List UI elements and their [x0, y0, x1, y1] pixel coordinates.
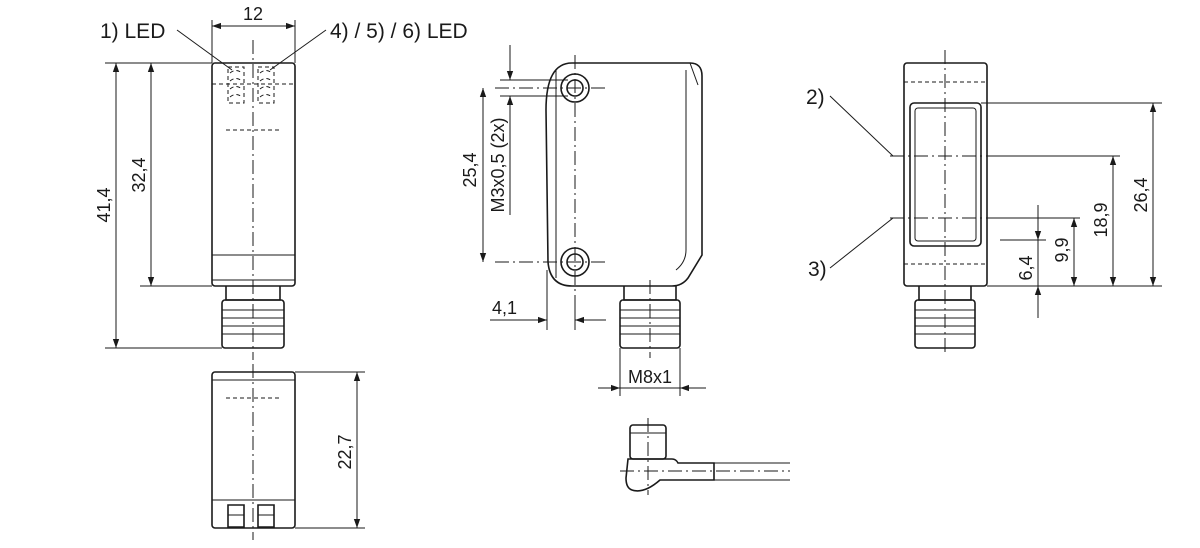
- dim-hole-spacing: 25,4: [460, 152, 480, 187]
- dim-connector-thread: M8x1: [628, 367, 672, 387]
- angled-connector-detail: [620, 418, 790, 495]
- callout-3: 3): [808, 258, 827, 281]
- led-window-left: [227, 66, 245, 104]
- front-view: 12 41,4 32,4 1) LED 4) / 5) / 6) LED: [94, 4, 468, 360]
- label-led-left: 1) LED: [100, 20, 165, 43]
- bottom-led-clips: [227, 504, 275, 528]
- dim-axis-6: 6,4: [1016, 255, 1036, 280]
- side-connector: [619, 280, 681, 358]
- lens-connector: [914, 286, 976, 349]
- dim-width-top: 12: [243, 4, 263, 24]
- front-connector: [221, 286, 285, 349]
- dim-height-total: 41,4: [94, 187, 114, 222]
- dim-hole-offset: 4,1: [492, 298, 517, 318]
- dim-axis-9: 9,9: [1052, 237, 1072, 262]
- label-led-right: 4) / 5) / 6) LED: [330, 20, 468, 43]
- led-window-right: [257, 66, 275, 104]
- lens-view: 2) 3) 26,4 18,9 9,9 6,4: [806, 50, 1162, 355]
- dim-lens-height: 26,4: [1131, 177, 1151, 212]
- bottom-view: 22,7: [211, 364, 365, 540]
- side-view: 25,4 M3x0,5 (2x) 4,1 M8x1: [460, 45, 706, 396]
- dim-height-bottom: 22,7: [335, 434, 355, 469]
- dim-axis-18: 18,9: [1091, 202, 1111, 237]
- dim-screw-thread: M3x0,5 (2x): [488, 117, 508, 212]
- callout-2: 2): [806, 86, 825, 109]
- dim-height-body: 32,4: [129, 157, 149, 192]
